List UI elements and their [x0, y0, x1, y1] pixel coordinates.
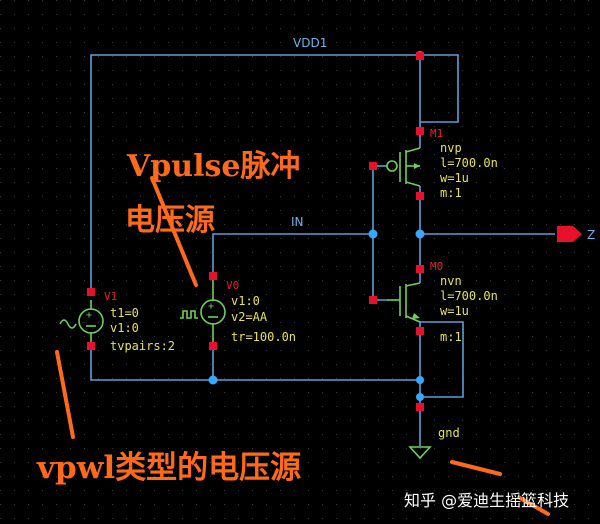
v0-param-3: tr=100.0n: [231, 330, 296, 344]
net-label-z: Z: [587, 228, 595, 242]
pmos-m1[interactable]: [386, 147, 421, 187]
pin-v0-bottom: [209, 342, 217, 350]
m1-model: nvp: [440, 141, 462, 155]
net-label-gnd: gnd: [438, 426, 460, 440]
pin-m1-drain: [416, 192, 424, 200]
junction-gnd-v0: [208, 375, 218, 385]
v1-param-1: t1=0: [110, 306, 139, 320]
m0-multiplier: m:1: [440, 330, 462, 344]
watermark: 知乎 @爱迪生摇篮科技: [404, 491, 569, 510]
wire-in-net: [212, 233, 373, 272]
v1-pwl-wave-icon: [59, 319, 77, 329]
m0-model: nvn: [440, 274, 462, 288]
m1-drain-lead: [405, 181, 421, 187]
pin-m0-drain: [416, 265, 424, 273]
m1-name: M1: [430, 127, 443, 140]
annotation-arrow-vpulse: [150, 176, 198, 287]
junction-gnd-rail: [416, 376, 424, 384]
m0-length: l=700.0n: [440, 289, 498, 303]
wire-gnd-rail: [90, 345, 420, 381]
annotation-vpulse-title: Vpulse脉冲: [126, 149, 300, 184]
m0-name: M0: [430, 260, 443, 273]
v0-plus: +: [208, 301, 214, 312]
v0-name: V0: [226, 279, 239, 292]
m1-width: w=1u: [440, 171, 469, 185]
junction-gnd-bulk: [416, 393, 424, 401]
m1-multiplier: m:1: [440, 186, 462, 200]
source-v1[interactable]: +: [59, 300, 104, 342]
nmos-m0[interactable]: [387, 282, 421, 323]
annotation-vpulse-subtitle: 电压源: [125, 203, 215, 238]
m1-bubble: [386, 160, 398, 172]
pin-m1-source: [416, 127, 424, 135]
m0-drain-lead: [405, 282, 421, 287]
pin-m1-top: [416, 52, 424, 60]
pin-v1-top: [87, 288, 95, 296]
v0-param-1: v1:0: [231, 294, 260, 308]
v1-plus: +: [86, 310, 92, 321]
ground-symbol: [408, 446, 432, 460]
m1-source-lead: [405, 147, 421, 153]
m0-width: w=1u: [440, 304, 469, 318]
source-v0[interactable]: +: [180, 280, 226, 344]
pin-m0-gate: [369, 296, 377, 304]
v0-param-2: v2=AA: [231, 310, 268, 324]
pin-m0-source: [416, 327, 424, 335]
pin-v0-top: [209, 272, 217, 280]
annotation-arrow-vpwl: [55, 350, 75, 439]
output-pin-z[interactable]: [557, 226, 582, 242]
v1-name: V1: [104, 290, 117, 303]
junction-in: [368, 229, 378, 239]
wire-vdd-rail: [90, 54, 459, 290]
m1-arrow-icon: [414, 163, 420, 169]
ground-icon: [408, 446, 432, 460]
v1-param-2: v1:0: [110, 321, 139, 335]
annotation-vpwl: vpwl类型的电压源: [36, 450, 301, 486]
v1-param-3: tvpairs:2: [110, 339, 175, 353]
v0-pulse-wave-icon: [180, 310, 198, 319]
m0-source-lead: [405, 315, 421, 323]
junction-output: [415, 229, 425, 239]
net-label-in: IN: [291, 215, 304, 229]
annotation-stroke-corner: [518, 496, 550, 516]
net-label-vdd: VDD1: [293, 36, 327, 50]
m1-length: l=700.0n: [440, 156, 498, 170]
pin-gnd: [416, 403, 424, 411]
wire-m0-bulk: [420, 321, 464, 398]
m0-arrow-icon: [412, 313, 420, 319]
annotation-stroke-gnd: [450, 460, 502, 476]
annotation-strokes: [55, 176, 550, 516]
pin-v1-bottom: [87, 342, 95, 350]
pin-markers: [87, 52, 424, 411]
pin-m1-gate: [369, 162, 377, 170]
